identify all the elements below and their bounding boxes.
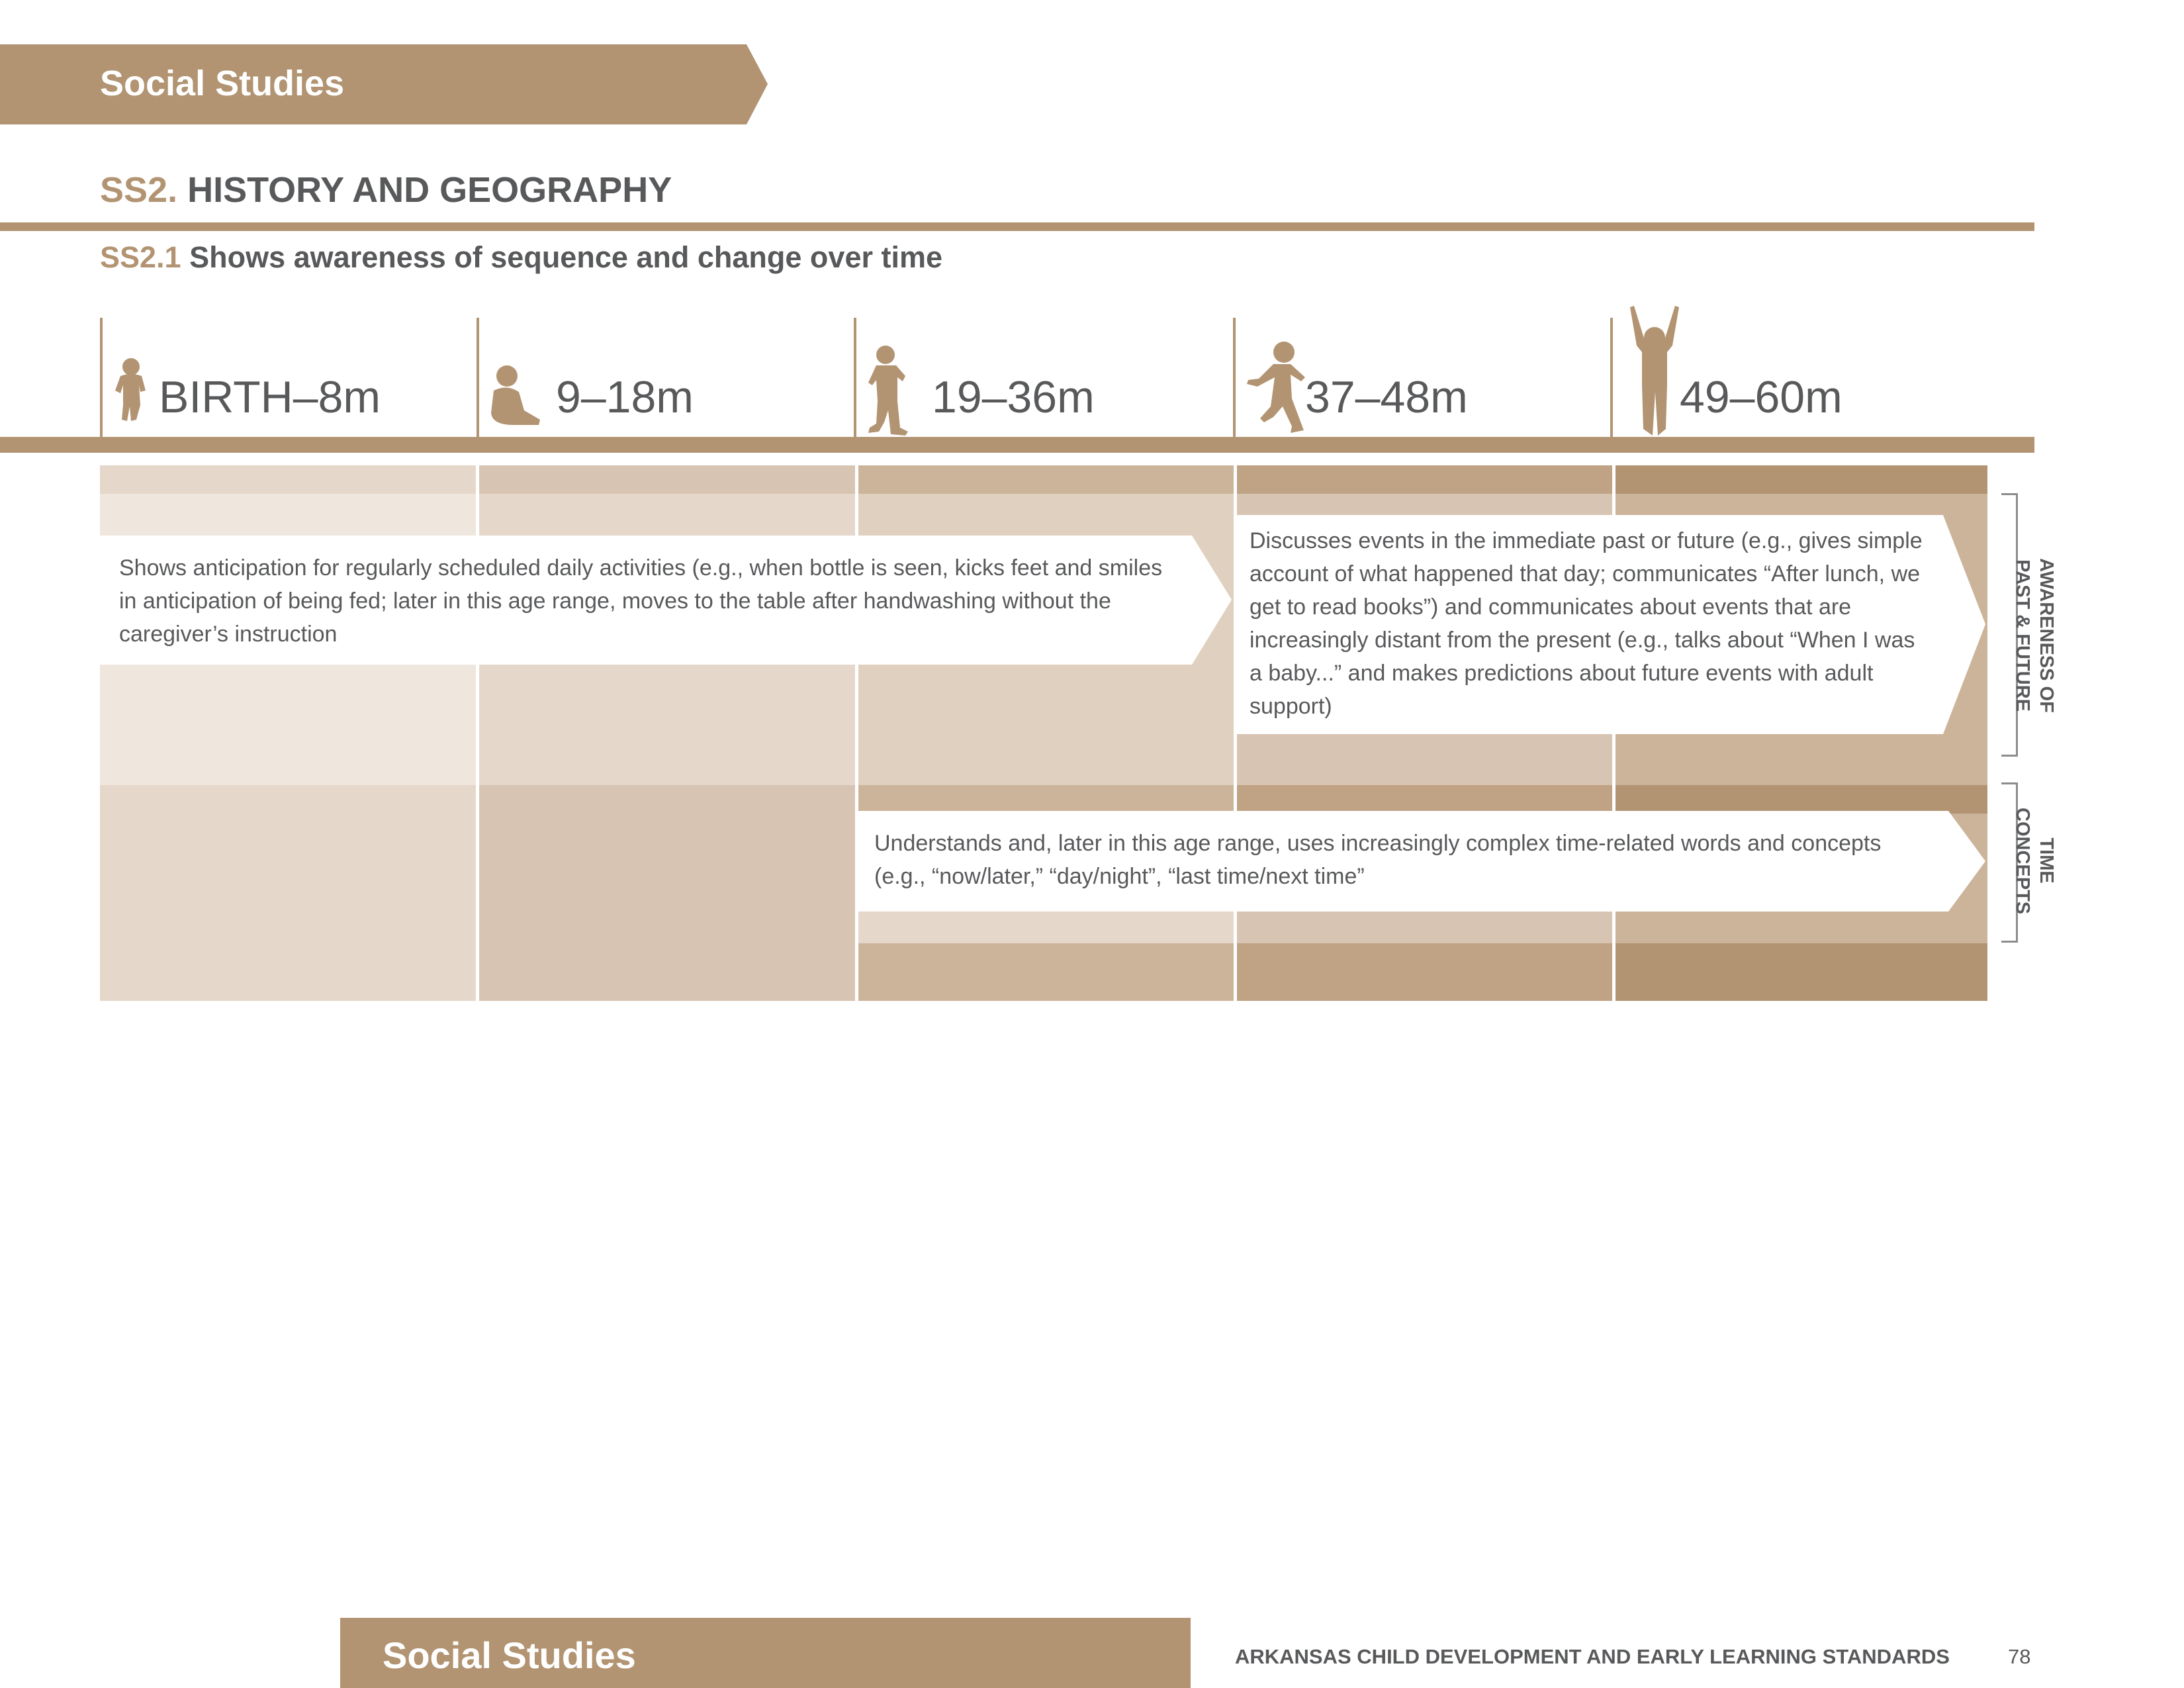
indicator-arrow-birth-18m: Shows anticipation for regularly schedul… [100, 536, 1232, 665]
footer-section-label: Social Studies [383, 1634, 636, 1676]
awareness-bracket [2001, 493, 2018, 757]
grid-band [1235, 785, 1614, 814]
age-divider [1233, 318, 1236, 437]
footer-document-title: ARKANSAS CHILD DEVELOPMENT AND EARLY LEA… [1235, 1645, 1950, 1668]
standard-code: SS2. [100, 170, 178, 210]
side-label-line: TIME [2036, 837, 2057, 884]
grid-band [477, 465, 856, 494]
grid-band [100, 465, 477, 494]
grid-band [100, 785, 477, 1001]
running-child-icon [1247, 342, 1305, 433]
section-banner-label: Social Studies [100, 64, 345, 103]
sub-standard-code: SS2.1 [100, 240, 181, 274]
indicator-text: Discusses events in the immediate past o… [1250, 528, 1923, 719]
grid-band [1235, 943, 1614, 1001]
sub-standard-title: Shows awareness of sequence and change o… [189, 240, 943, 274]
age-label-birth-8m: BIRTH–8m [159, 372, 381, 422]
indicator-arrow-37-60m: Discusses events in the immediate past o… [1235, 515, 1985, 734]
standard-title: HISTORY AND GEOGRAPHY [187, 170, 672, 210]
sitting-baby-icon [491, 365, 540, 425]
heading-divider [0, 222, 2034, 231]
sub-standard-heading: SS2.1 Shows awareness of sequence and ch… [100, 238, 942, 277]
grid-band [856, 785, 1235, 814]
time-concepts-label: TIME CONCEPTS [2011, 808, 2058, 914]
section-banner [0, 44, 768, 124]
toddler-icon [868, 346, 908, 436]
footer-section-bar [340, 1618, 1191, 1688]
indicator-grid: Shows anticipation for regularly schedul… [100, 465, 1987, 1001]
child-arms-raised-icon [1630, 306, 1679, 436]
indicator-arrow-19-60m: Understands and, later in this age range… [856, 811, 1985, 912]
column-divider [855, 465, 858, 1001]
indicator-text: Understands and, later in this age range… [874, 831, 1882, 889]
age-divider [854, 318, 856, 437]
grid-band [1235, 465, 1614, 494]
age-label-37-48m: 37–48m [1305, 372, 1468, 422]
grid-band [1614, 785, 1987, 814]
grid-band [856, 943, 1235, 1001]
awareness-past-future-label: AWARENESS OF PAST & FUTURE [2011, 556, 2058, 715]
age-divider [477, 318, 479, 437]
page-number: 78 [2008, 1645, 2031, 1668]
grid-band [856, 465, 1235, 494]
indicator-text: Shows anticipation for regularly schedul… [119, 555, 1163, 647]
age-divider [1610, 318, 1613, 437]
grid-band [477, 785, 856, 1001]
side-label-line: AWARENESS OF [2036, 558, 2057, 713]
side-label-line: CONCEPTS [2012, 808, 2033, 915]
infant-icon [115, 358, 146, 421]
age-label-19-36m: 19–36m [932, 372, 1095, 422]
age-label-9-18m: 9–18m [556, 372, 694, 422]
time-concepts-bracket [2001, 782, 2018, 943]
standard-heading: SS2. HISTORY AND GEOGRAPHY [100, 167, 672, 213]
side-label-line: PAST & FUTURE [2012, 559, 2033, 712]
column-divider [476, 465, 479, 1001]
age-divider [100, 318, 103, 437]
age-header-divider [0, 437, 2034, 453]
age-label-49-60m: 49–60m [1680, 372, 1843, 422]
grid-band [1614, 465, 1987, 494]
grid-band [1614, 943, 1987, 1001]
